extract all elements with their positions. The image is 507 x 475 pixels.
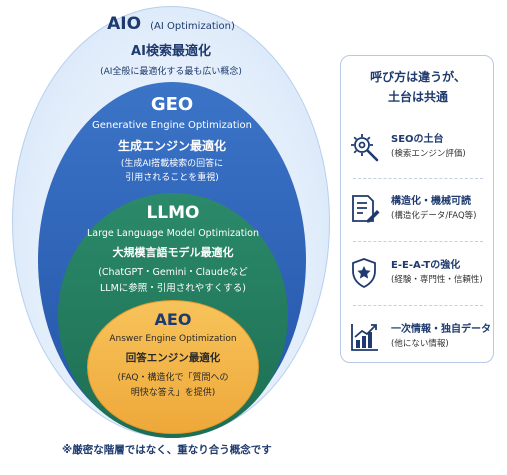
geo-desc-line2: 引用されることを重視) — [125, 173, 219, 183]
panel-divider — [353, 305, 483, 306]
aio-title: AIO — [107, 14, 142, 34]
document-pen-icon — [352, 195, 380, 223]
panel-item-sub: (経験・専門性・信頼性) — [391, 275, 483, 285]
panel-heading-line1: 呼び方は違うが、 — [370, 70, 466, 84]
gear-search-icon — [351, 134, 379, 162]
panel-heading-line2: 土台は共通 — [387, 90, 448, 104]
panel-item-eeat: E-E-A-Tの強化 (経験・専門性・信頼性) — [341, 252, 495, 298]
llmo-english: Large Language Model Optimization — [87, 228, 259, 239]
panel-item-main: E-E-A-Tの強化 — [391, 260, 461, 271]
growth-chart-icon — [351, 324, 378, 351]
aio-title-sub: (AI Optimization) — [150, 21, 235, 32]
geo-title: GEO — [150, 94, 194, 115]
panel-item-structured: 構造化・機械可読 (構造化データ/FAQ等) — [341, 188, 495, 234]
panel-item-main: SEOの土台 — [391, 134, 444, 145]
common-foundation-panel: 呼び方は違うが、 土台は共通 SEOの土台 (検索エンジン評価) 構造化・機械可… — [340, 55, 494, 363]
aio-desc: (AI全般に最適化する最も広い概念) — [100, 67, 242, 77]
panel-divider — [353, 178, 483, 179]
aeo-title: AEO — [154, 310, 192, 329]
llmo-desc-line2: LLMに参照・引用されやすくする) — [100, 283, 246, 294]
geo-desc-line1: (生成AI搭載検索の回答に — [120, 159, 224, 169]
panel-divider — [353, 241, 483, 242]
llmo-name: 大規模言語モデル最適化 — [112, 246, 234, 259]
panel-item-sub: (構造化データ/FAQ等) — [391, 211, 477, 221]
panel-item-seo: SEOの土台 (検索エンジン評価) — [341, 126, 495, 172]
panel-item-sub: (検索エンジン評価) — [391, 149, 466, 159]
panel-item-sub: (他にない情報) — [391, 339, 449, 349]
llmo-desc-line1: (ChatGPT・Gemini・Claudeなど — [98, 267, 248, 278]
shield-star-icon — [352, 258, 376, 289]
aio-heading: AIO (AI Optimization) — [21, 14, 321, 34]
aio-name: AI検索最適化 — [131, 44, 211, 59]
geo-english: Generative Engine Optimization — [92, 120, 252, 131]
llmo-title: LLMO — [146, 203, 200, 223]
footnote: ※厳密な階層ではなく、重なり合う概念です — [62, 444, 272, 456]
aeo-desc-line1: (FAQ・構造化で「質問への — [117, 373, 229, 383]
aeo-name: 回答エンジン最適化 — [125, 352, 221, 364]
aeo-oval — [87, 300, 259, 434]
aeo-desc-line2: 明快な答え」を提供) — [130, 388, 216, 398]
panel-item-main: 構造化・機械可読 — [391, 196, 471, 207]
aeo-english: Answer Engine Optimization — [109, 334, 237, 344]
panel-item-main: 一次情報・独自データ — [391, 324, 491, 335]
geo-name: 生成エンジン最適化 — [117, 139, 226, 153]
panel-item-primary-info: 一次情報・独自データ (他にない情報) — [341, 316, 495, 362]
